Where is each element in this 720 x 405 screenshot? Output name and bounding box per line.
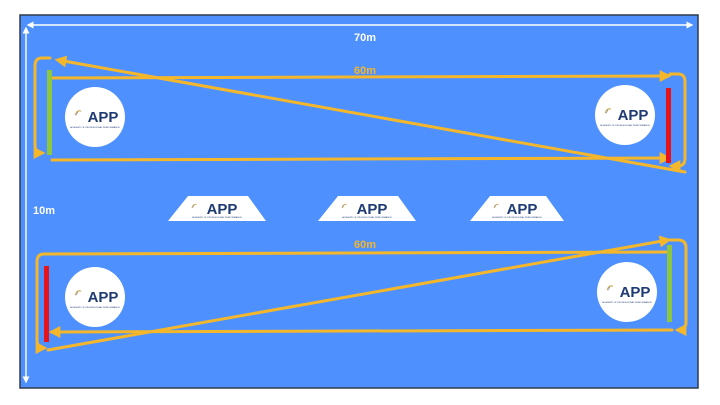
bottom-lane-route bbox=[35, 235, 688, 354]
bottom-lane-label: 60m bbox=[354, 239, 376, 251]
width-label: 70m bbox=[354, 32, 376, 44]
top-left-turn bbox=[33, 56, 52, 159]
svg-text:APP: APP bbox=[88, 109, 119, 126]
bottom-right-turn bbox=[668, 238, 688, 336]
logo-circle-top-left: APP ACADEMY OF PROFESSIONAL PERFORMANCE bbox=[65, 87, 125, 147]
top-run-bottom bbox=[50, 152, 672, 165]
top-lane-label: 60m bbox=[354, 65, 376, 77]
top-lane-route bbox=[33, 55, 687, 174]
svg-text:ACADEMY OF PROFESSIONAL PERFOR: ACADEMY OF PROFESSIONAL PERFORMANCE bbox=[600, 124, 650, 127]
top-right-turn bbox=[668, 72, 687, 172]
svg-text:ACADEMY OF PROFESSIONAL PERFOR: ACADEMY OF PROFESSIONAL PERFORMANCE bbox=[70, 126, 120, 129]
bottom-start-marker bbox=[667, 245, 672, 322]
bottom-run-top bbox=[50, 250, 670, 256]
top-start-marker bbox=[47, 70, 52, 155]
logo-circle-bottom-right: APP ACADEMY OF PROFESSIONAL PERFORMANCE bbox=[597, 262, 657, 322]
svg-text:APP: APP bbox=[88, 289, 119, 306]
logo-circle-top-right: APP ACADEMY OF PROFESSIONAL PERFORMANCE bbox=[595, 85, 655, 145]
svg-text:ACADEMY OF PROFESSIONAL PERFOR: ACADEMY OF PROFESSIONAL PERFORMANCE bbox=[492, 216, 542, 219]
bottom-left-turn bbox=[35, 252, 54, 354]
svg-text:APP: APP bbox=[620, 284, 651, 301]
top-diagonal bbox=[54, 55, 687, 174]
logo-marker-center: APP ACADEMY OF PROFESSIONAL PERFORMANCE bbox=[318, 196, 416, 221]
logo-marker-left: APP ACADEMY OF PROFESSIONAL PERFORMANCE bbox=[168, 196, 266, 221]
svg-text:APP: APP bbox=[507, 201, 538, 218]
svg-text:APP: APP bbox=[207, 201, 238, 218]
logo-marker-right: APP ACADEMY OF PROFESSIONAL PERFORMANCE bbox=[470, 196, 564, 221]
bottom-end-marker bbox=[44, 266, 49, 342]
svg-text:APP: APP bbox=[357, 201, 388, 218]
top-end-marker bbox=[666, 88, 671, 163]
bottom-diagonal bbox=[46, 235, 672, 352]
svg-text:ACADEMY OF PROFESSIONAL PERFOR: ACADEMY OF PROFESSIONAL PERFORMANCE bbox=[342, 216, 392, 219]
svg-text:APP: APP bbox=[618, 107, 649, 124]
svg-text:ACADEMY OF PROFESSIONAL PERFOR: ACADEMY OF PROFESSIONAL PERFORMANCE bbox=[602, 301, 652, 304]
svg-text:ACADEMY OF PROFESSIONAL PERFOR: ACADEMY OF PROFESSIONAL PERFORMANCE bbox=[192, 216, 242, 219]
logo-circle-bottom-left: APP ACADEMY OF PROFESSIONAL PERFORMANCE bbox=[65, 267, 125, 327]
height-label: 10m bbox=[33, 205, 55, 217]
svg-text:ACADEMY OF PROFESSIONAL PERFOR: ACADEMY OF PROFESSIONAL PERFORMANCE bbox=[70, 306, 120, 309]
